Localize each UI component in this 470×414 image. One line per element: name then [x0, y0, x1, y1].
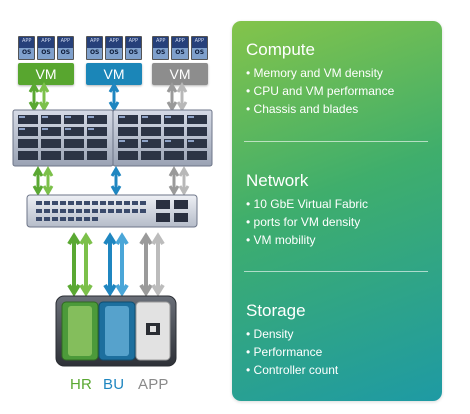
arrow-gray-mid: [168, 165, 180, 197]
os-text: OS: [172, 48, 188, 59]
os-text: OS: [38, 48, 54, 59]
legend-hr: HR: [70, 376, 93, 393]
vm-chassis-arrows: [28, 81, 188, 113]
vm-label: VM: [18, 63, 74, 85]
os-text: OS: [87, 48, 103, 59]
arrow-gray-upper-2: [176, 81, 188, 113]
network-item: 10 GbE Virtual Fabric: [246, 195, 432, 213]
info-panel: Compute Memory and VM density CPU and VM…: [232, 21, 442, 401]
switch-storage-arrows: [67, 232, 165, 297]
network-item: VM mobility: [246, 231, 432, 249]
arrow-blue-lower-2: [115, 232, 129, 297]
hardware-drawing: [12, 81, 213, 367]
app-text: APP: [153, 37, 169, 48]
section-divider: [244, 271, 428, 272]
vm-label: VM: [86, 63, 142, 85]
blade-chassis: [12, 109, 213, 167]
os-text: OS: [106, 48, 122, 59]
compute-title: Compute: [246, 40, 315, 59]
arrow-gray-mid-2: [178, 165, 190, 197]
app-text: APP: [172, 37, 188, 48]
arrow-gray-lower: [139, 232, 153, 297]
arrow-blue-lower: [103, 232, 117, 297]
os-text: OS: [57, 48, 73, 59]
app-text: APP: [125, 37, 141, 48]
app-text: APP: [19, 37, 35, 48]
network-item: ports for VM density: [246, 213, 432, 231]
compute-item: CPU and VM performance: [246, 82, 432, 100]
os-text: OS: [125, 48, 141, 59]
arrow-green-mid-2: [42, 165, 54, 197]
storage-title: Storage: [246, 301, 306, 320]
chassis-switch-arrows: [32, 165, 190, 197]
compute-list: Memory and VM density CPU and VM perform…: [246, 64, 432, 118]
os-text: OS: [153, 48, 169, 59]
arrow-green-lower: [67, 232, 81, 297]
network-section: Network 10 GbE Virtual Fabric ports for …: [246, 172, 432, 249]
section-divider: [244, 141, 428, 142]
arrow-green-mid: [32, 165, 44, 197]
vm-label: VM: [152, 63, 208, 85]
compute-section: Compute Memory and VM density CPU and VM…: [246, 41, 432, 118]
arrow-green-upper: [28, 81, 40, 113]
arrow-blue-mid: [110, 165, 122, 197]
arrow-green-upper-2: [38, 81, 50, 113]
network-title: Network: [246, 171, 309, 190]
compute-item: Memory and VM density: [246, 64, 432, 82]
storage-array: [55, 295, 177, 367]
storage-item: Density: [246, 325, 432, 343]
app-text: APP: [191, 37, 207, 48]
storage-item: Performance: [246, 343, 432, 361]
compute-item: Chassis and blades: [246, 100, 432, 118]
storage-item: Controller count: [246, 361, 432, 379]
app-text: APP: [57, 37, 73, 48]
storage-list: Density Performance Controller count: [246, 325, 432, 379]
arrow-green-lower-2: [79, 232, 93, 297]
arrow-blue-upper: [108, 81, 120, 113]
arrow-gray-lower-2: [151, 232, 165, 297]
legend-app: APP: [138, 376, 169, 393]
network-switch: [26, 194, 198, 228]
network-list: 10 GbE Virtual Fabric ports for VM densi…: [246, 195, 432, 249]
arrow-gray-upper: [166, 81, 178, 113]
storage-section: Storage Density Performance Controller c…: [246, 302, 432, 379]
app-text: APP: [87, 37, 103, 48]
os-text: OS: [191, 48, 207, 59]
legend-bu: BU: [103, 376, 125, 393]
app-text: APP: [106, 37, 122, 48]
app-text: APP: [38, 37, 54, 48]
os-text: OS: [19, 48, 35, 59]
